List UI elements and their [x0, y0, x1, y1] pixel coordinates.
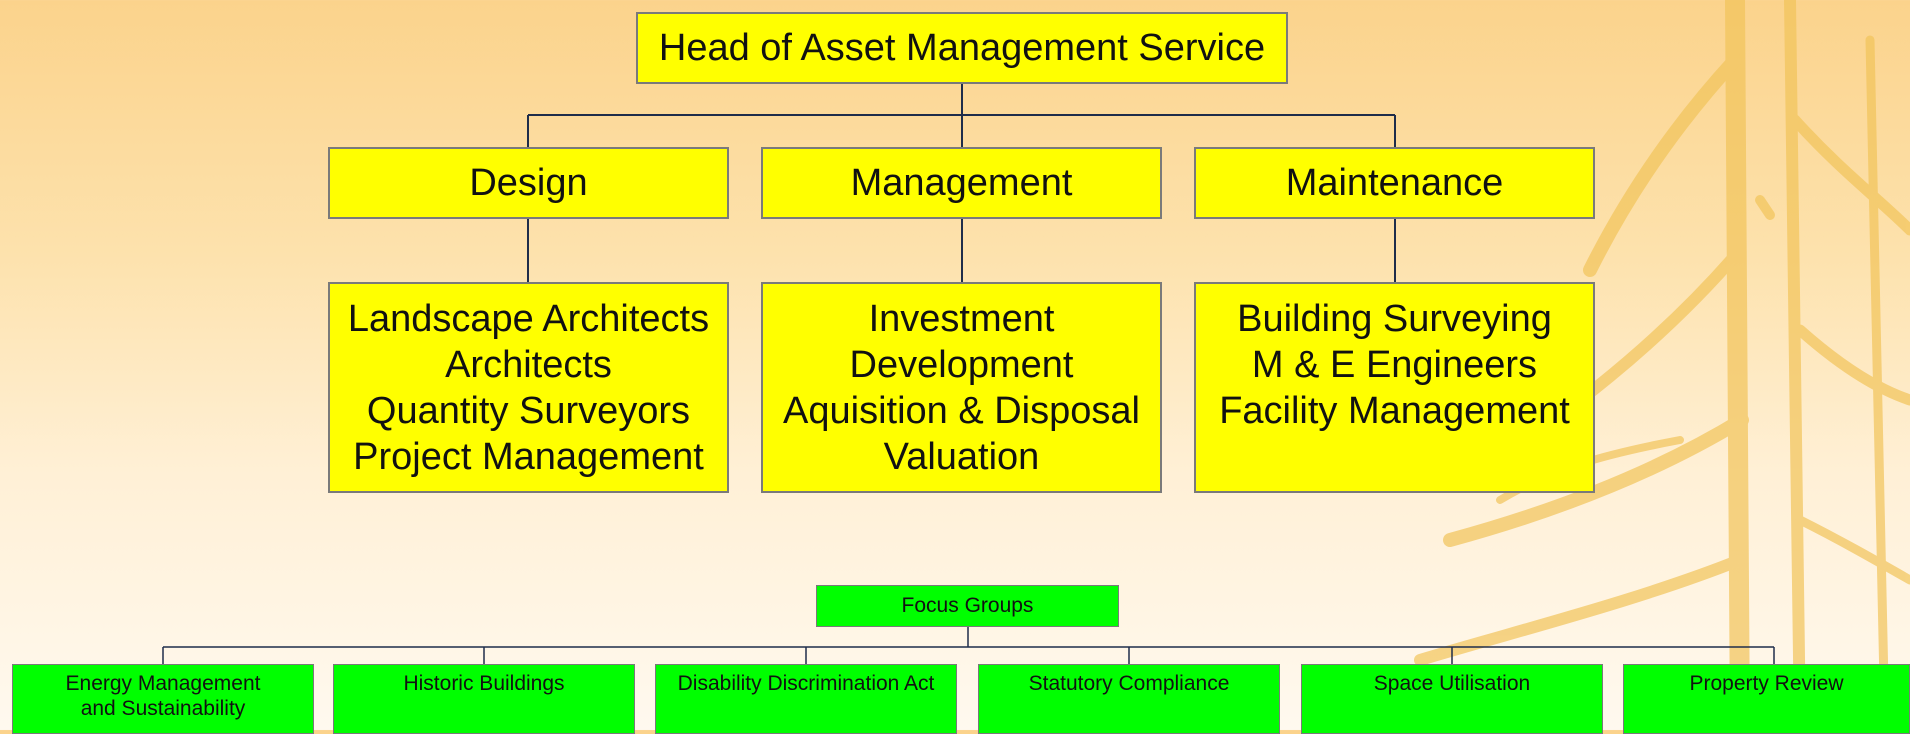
- focus-group-label: and Sustainability: [80, 697, 246, 720]
- dept-title-management: Management: [850, 161, 1073, 204]
- dept-title-design: Design: [469, 161, 588, 204]
- role-label: Valuation: [883, 435, 1040, 478]
- role-label: Investment: [868, 297, 1055, 340]
- management-roles-node: Investment Development Aquisition & Disp…: [761, 282, 1162, 493]
- dept-node-design: Design: [328, 147, 729, 219]
- head-node: Head of Asset Management Service: [636, 12, 1288, 84]
- focus-group-node: Disability Discrimination Act: [655, 664, 957, 734]
- dept-node-management: Management: [761, 147, 1162, 219]
- role-label: M & E Engineers: [1251, 344, 1538, 386]
- role-label: Project Management: [353, 435, 704, 478]
- focus-group-label: Historic Buildings: [403, 672, 565, 695]
- role-label: Architects: [445, 343, 612, 386]
- role-label: Facility Management: [1219, 390, 1570, 432]
- focus-groups-node: Focus Groups: [816, 585, 1119, 627]
- focus-group-node: Space Utilisation: [1301, 664, 1603, 734]
- role-label: Quantity Surveyors: [366, 389, 691, 432]
- focus-group-label: Space Utilisation: [1373, 672, 1531, 695]
- role-label: Development: [849, 343, 1074, 386]
- focus-group-node: Property Review: [1623, 664, 1910, 734]
- focus-group-label: Disability Discrimination Act: [677, 672, 935, 695]
- focus-group-node: Historic Buildings: [333, 664, 635, 734]
- role-label: Aquisition & Disposal: [783, 389, 1140, 432]
- dept-node-maintenance: Maintenance: [1194, 147, 1595, 219]
- role-label: Building Surveying: [1237, 298, 1552, 340]
- focus-group-node: Statutory Compliance: [978, 664, 1280, 734]
- role-label: Landscape Architects: [347, 297, 710, 340]
- focus-group-label: Statutory Compliance: [1028, 672, 1230, 695]
- focus-group-label: Property Review: [1689, 672, 1844, 695]
- dept-title-maintenance: Maintenance: [1285, 161, 1504, 204]
- focus-groups-title: Focus Groups: [901, 594, 1034, 617]
- focus-group-label: Energy Management: [65, 672, 261, 695]
- design-roles-node: Landscape Architects Architects Quantity…: [328, 282, 729, 493]
- head-title: Head of Asset Management Service: [658, 26, 1266, 69]
- maintenance-roles-node: Building Surveying M & E Engineers Facil…: [1194, 282, 1595, 493]
- focus-group-node: Energy Management and Sustainability: [12, 664, 314, 734]
